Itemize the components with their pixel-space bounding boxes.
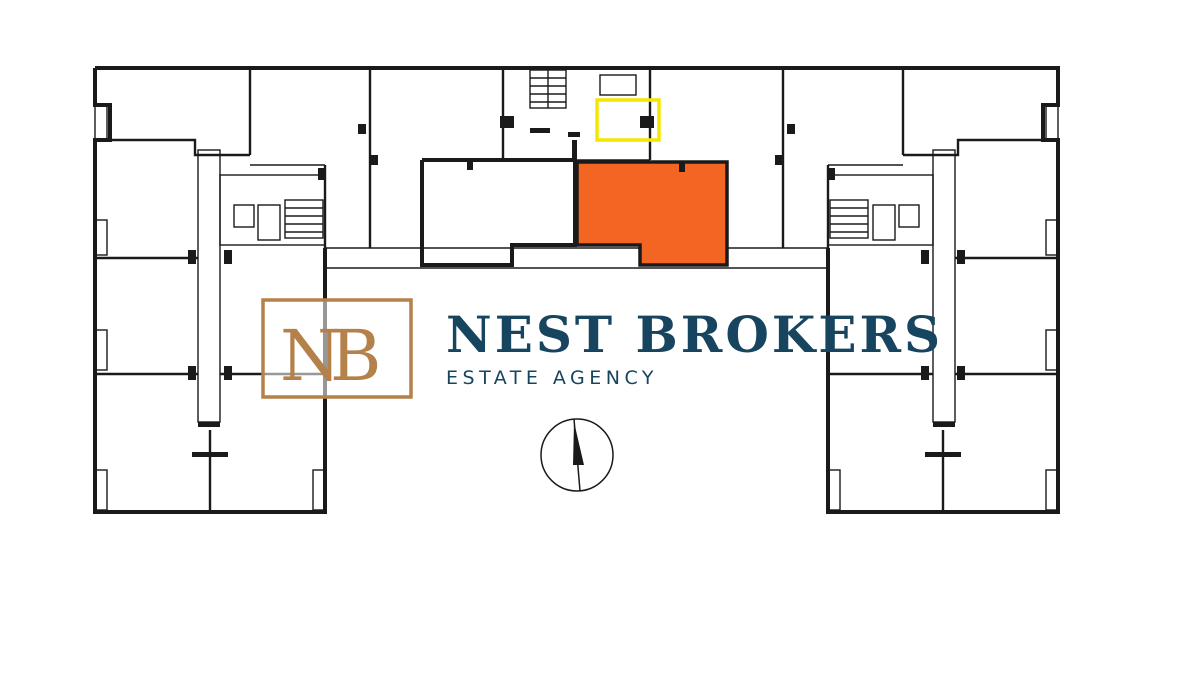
- right-wing-rooms: [775, 68, 1059, 512]
- left-wing-rooms: [94, 68, 378, 512]
- logo-name: NEST BROKERS: [446, 305, 943, 364]
- stair-right: [829, 199, 920, 241]
- north-arrow-icon: [540, 418, 614, 492]
- stair-left: [233, 199, 324, 241]
- central-core: [500, 68, 654, 161]
- highlighted-unit[interactable]: [575, 160, 729, 267]
- brand-logo: N B NEST BROKERS ESTATE AGENCY: [261, 298, 943, 399]
- logo-monogram-b: B: [330, 315, 381, 397]
- logo-tagline: ESTATE AGENCY: [446, 367, 658, 389]
- central-units: [420, 158, 577, 267]
- logo-monogram-n: N: [280, 315, 341, 397]
- stair-center: [529, 69, 567, 109]
- highlight-marker: [595, 98, 661, 142]
